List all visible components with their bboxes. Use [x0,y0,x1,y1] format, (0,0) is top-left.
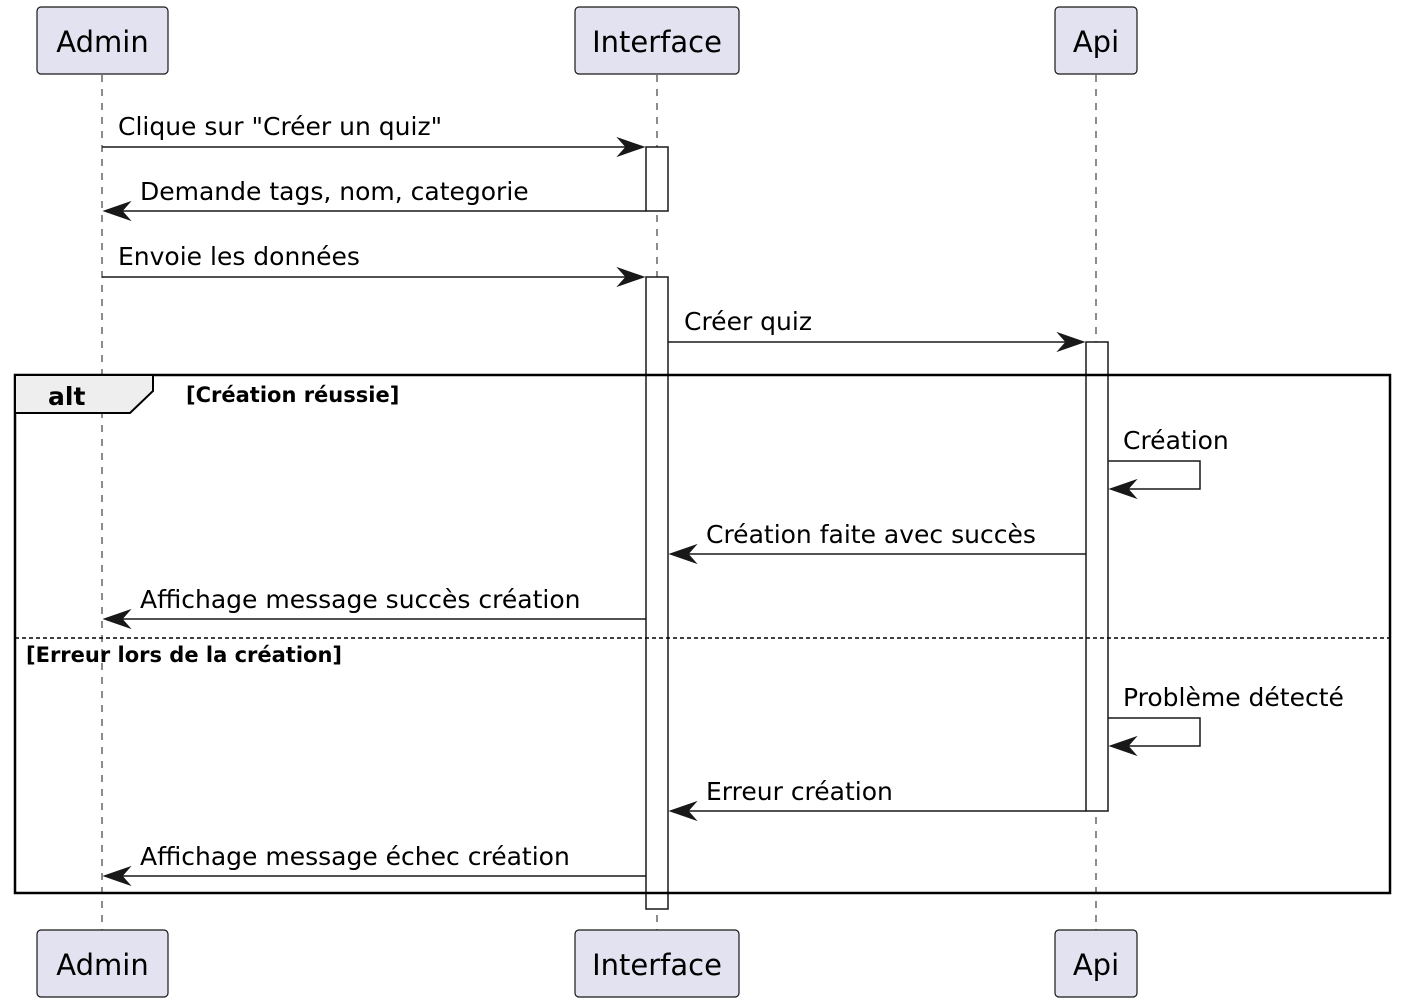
message-1: Clique sur "Créer un quiz" [102,112,646,158]
participant-box [36,929,169,998]
message-3: Envoie les données [102,242,646,288]
arrow-left-icon [102,865,132,887]
message-8-line [1108,717,1201,747]
participant-box [36,6,169,75]
message-4-label: Créer quiz [684,307,812,336]
participant-box [574,929,740,998]
message-5-label: Création [1123,426,1229,455]
arrow-left-icon [668,543,698,565]
message-7: Affichage message succès création [102,585,646,630]
alt-fragment: alt [Création réussie] [Erreur lors de l… [13,373,1392,895]
message-7-label: Affichage message succès création [140,585,580,614]
arrow-left-icon [1108,478,1138,500]
message-9: Erreur création [668,777,1086,822]
guard-success: [Création réussie] [186,383,399,407]
message-10: Affichage message échec création [102,842,646,887]
arrow-left-icon [102,608,132,630]
message-6-label: Création faite avec succès [706,520,1036,549]
participant-interface-bottom: Interface [574,929,740,998]
activation-api [1085,341,1109,812]
participant-admin-top: Admin [36,6,169,75]
arrow-right-icon [616,136,646,158]
participant-admin-bottom: Admin [36,929,169,998]
message-6: Création faite avec succès [668,520,1086,565]
message-1-label: Clique sur "Créer un quiz" [118,112,442,141]
participant-api-bottom: Api [1054,929,1138,998]
participant-label: Interface [592,25,722,59]
message-5: Création [1108,426,1229,500]
participant-label: Api [1073,948,1119,982]
participant-box [574,6,740,75]
message-9-label: Erreur création [706,777,893,806]
arrow-right-icon [1056,331,1086,353]
message-4: Créer quiz [668,307,1086,353]
alt-frame [13,373,1392,895]
participant-label: Admin [56,948,148,982]
participant-label: Api [1073,25,1119,59]
message-2: Demande tags, nom, categorie [102,177,646,222]
message-8: Problème détecté [1108,683,1344,757]
message-8-label: Problème détecté [1123,683,1344,712]
arrow-left-icon [1108,735,1138,757]
arrow-right-icon [616,266,646,288]
participant-interface-top: Interface [574,6,740,75]
arrow-left-icon [668,800,698,822]
message-5-line [1108,460,1201,490]
participant-box [1054,6,1138,75]
participant-api-top: Api [1054,6,1138,75]
guard-error: [Erreur lors de la création] [26,643,342,667]
message-2-label: Demande tags, nom, categorie [140,177,529,206]
message-10-label: Affichage message échec création [140,842,570,871]
message-3-label: Envoie les données [118,242,360,271]
participant-box [1054,929,1138,998]
arrow-left-icon [102,200,132,222]
alt-tab [14,374,154,414]
participant-label: Admin [56,25,148,59]
activation-interface-1 [645,146,669,212]
alt-keyword: alt [48,382,85,411]
participant-label: Interface [592,948,722,982]
activation-interface-2 [645,276,669,910]
